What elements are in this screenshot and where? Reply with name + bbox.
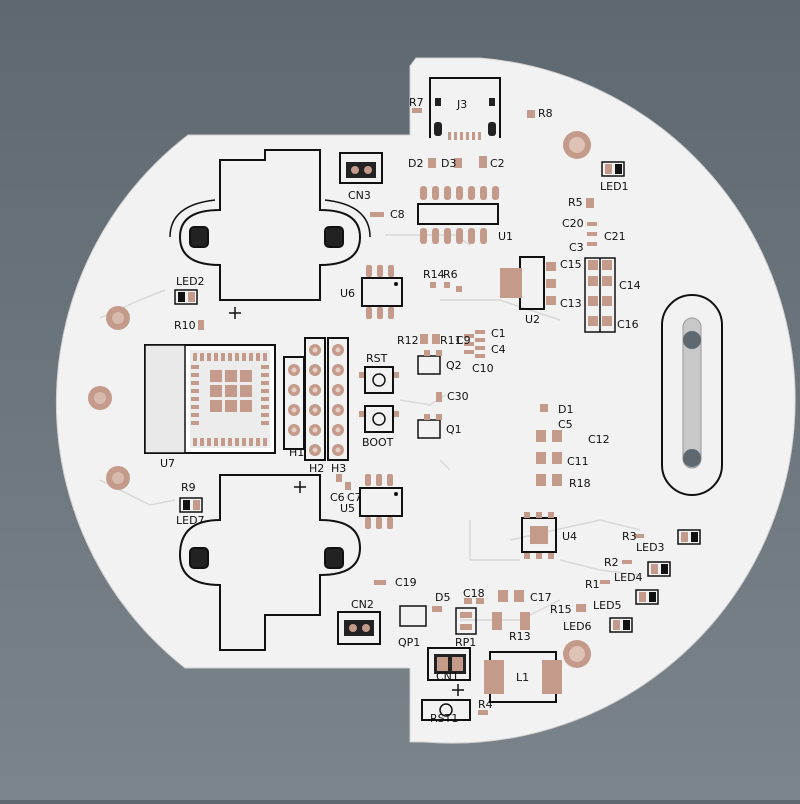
label-r6: R6	[443, 268, 458, 281]
component-labels: J3 R7 R8 CN3 D2 D3 C2 LED1 R5 C20 C21 C3…	[160, 96, 665, 725]
slot-cutout	[661, 294, 723, 496]
label-c5: C5	[558, 418, 573, 431]
label-qp1: QP1	[398, 636, 420, 649]
label-rst: RST	[366, 352, 388, 365]
label-c3: C3	[569, 241, 584, 254]
traces	[99, 234, 641, 621]
label-c4: C4	[491, 343, 506, 356]
label-rp1: RP1	[455, 636, 476, 649]
label-c1: C1	[491, 327, 506, 340]
plus-markers	[229, 307, 464, 696]
label-r10: R10	[174, 319, 196, 332]
transistors	[417, 350, 442, 439]
label-u6: U6	[340, 287, 355, 300]
label-d3: D3	[441, 157, 456, 170]
cn1-connector	[427, 647, 471, 681]
label-r1: R1	[585, 578, 600, 591]
cn2-connector	[337, 611, 381, 645]
label-rst1: RST1	[430, 712, 458, 725]
label-u7: U7	[160, 457, 175, 470]
u7-module	[144, 344, 276, 454]
label-r11: R11	[440, 334, 462, 347]
label-r3: R3	[622, 530, 637, 543]
label-c11: C11	[567, 455, 589, 468]
label-d1: D1	[558, 403, 573, 416]
label-h1: H1	[289, 446, 304, 459]
label-d5: D5	[435, 591, 450, 604]
label-cn2: CN2	[351, 598, 374, 611]
label-cn1: CN1	[436, 670, 459, 683]
label-r13: R13	[509, 630, 531, 643]
u2-regulator	[500, 256, 556, 310]
label-r5: R5	[568, 196, 583, 209]
qp1-rp1	[399, 605, 477, 635]
u5-chip	[359, 474, 403, 529]
label-led2: LED2	[176, 275, 205, 288]
label-c9: C9	[456, 334, 471, 347]
label-c21: C21	[604, 230, 626, 243]
label-r12: R12	[397, 334, 419, 347]
label-c10: C10	[472, 362, 494, 375]
label-u1: U1	[498, 230, 513, 243]
label-led5: LED5	[593, 599, 622, 612]
label-c19: C19	[395, 576, 417, 589]
label-d2: D2	[408, 157, 423, 170]
label-c18: C18	[463, 587, 485, 600]
label-led3: LED3	[636, 541, 665, 554]
label-r14: R14	[423, 268, 445, 281]
label-led1: LED1	[600, 180, 629, 193]
cn3-connector	[339, 152, 383, 184]
label-c17: C17	[530, 591, 552, 604]
label-u5: U5	[340, 502, 355, 515]
label-j3: J3	[456, 98, 467, 111]
capacitor-bank	[584, 257, 616, 333]
label-c7: C7	[347, 491, 362, 504]
label-c6: C6	[330, 491, 345, 504]
label-c15: C15	[560, 258, 582, 271]
headers	[283, 337, 349, 461]
label-led4: LED4	[614, 571, 643, 584]
rst1-button	[421, 699, 471, 721]
j3-connector	[429, 77, 501, 140]
l1-inductor	[484, 651, 562, 703]
label-r18: R18	[569, 477, 591, 490]
label-c2: C2	[490, 157, 505, 170]
label-r2: R2	[604, 556, 619, 569]
leds	[174, 161, 701, 633]
label-r8: R8	[538, 107, 553, 120]
label-boot: BOOT	[362, 436, 394, 449]
label-q1: Q1	[446, 423, 462, 436]
label-c8: C8	[390, 208, 405, 221]
label-h3: H3	[331, 462, 346, 475]
label-u2: U2	[525, 313, 540, 326]
label-c20: C20	[562, 217, 584, 230]
label-led7: LED7	[176, 514, 205, 527]
label-u4: U4	[562, 530, 577, 543]
label-r4: R4	[478, 698, 493, 711]
label-c13: C13	[560, 297, 582, 310]
label-h2: H2	[309, 462, 324, 475]
label-c16: C16	[617, 318, 639, 331]
u1-chip	[417, 186, 499, 244]
passive-pads	[198, 108, 644, 715]
label-r7: R7	[409, 96, 424, 109]
label-r9: R9	[181, 481, 196, 494]
label-q2: Q2	[446, 359, 462, 372]
label-led6: LED6	[563, 620, 592, 633]
rst-button	[359, 366, 399, 394]
battery-holder-bottom	[178, 474, 362, 651]
label-c14: C14	[619, 279, 641, 292]
u6-chip	[361, 265, 403, 319]
label-l1: L1	[516, 671, 529, 684]
u4-chip	[521, 512, 557, 559]
mounting-holes	[88, 131, 591, 668]
battery-holder-top	[169, 149, 371, 301]
label-c12: C12	[588, 433, 610, 446]
label-r15: R15	[550, 603, 572, 616]
label-cn3: CN3	[348, 189, 371, 202]
label-c30: C30	[447, 390, 469, 403]
boot-button	[359, 405, 399, 433]
